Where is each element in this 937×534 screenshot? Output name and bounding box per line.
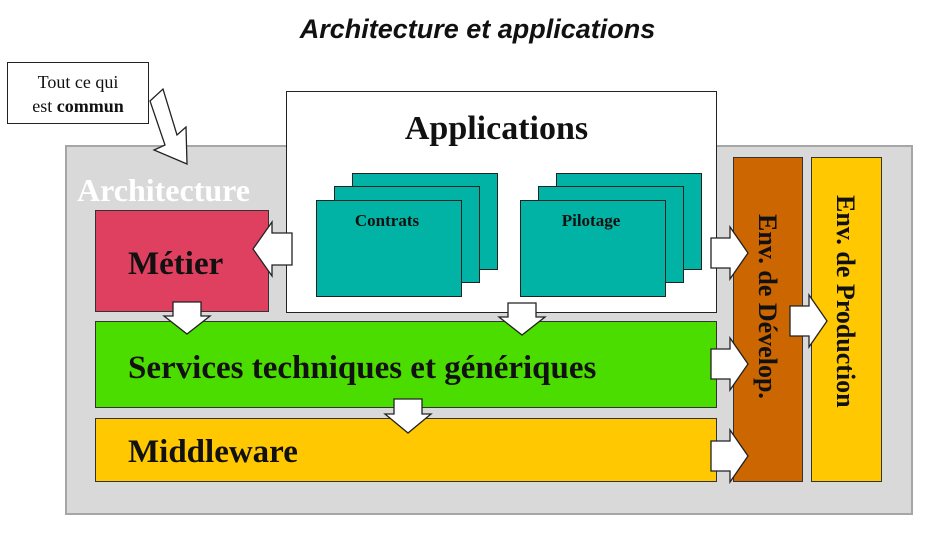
callout-box: Tout ce qui est commun	[7, 62, 149, 124]
apps-to-services-arrow	[497, 302, 547, 336]
middleware-to-dev-arrow	[710, 427, 749, 485]
callout-line2-bold: commun	[56, 96, 124, 116]
callout-line2-prefix: est	[32, 96, 57, 116]
callout-pointer-arrow	[149, 87, 188, 165]
env-dev-label: Env. de Dévelop.	[753, 214, 782, 399]
metier-label: Métier	[128, 246, 224, 282]
apps-to-metier-arrow	[252, 219, 293, 279]
metier-to-services-arrow	[162, 301, 212, 335]
contrats-card-front	[316, 200, 462, 297]
dev-to-prod-arrow	[789, 292, 828, 350]
architecture-label: Architecture	[77, 172, 250, 208]
diagram-title: Architecture et applications	[299, 14, 656, 44]
apps-to-dev-arrow	[710, 224, 749, 282]
services-label: Services techniques et génériques	[128, 350, 597, 386]
services-to-dev-arrow	[710, 335, 749, 393]
pilotage-card-front	[520, 200, 666, 297]
applications-title: Applications	[404, 110, 589, 147]
callout-line1: Tout ce qui	[37, 72, 119, 92]
pilotage-label: Pilotage	[561, 211, 621, 230]
middleware-label: Middleware	[128, 434, 298, 470]
contrats-label: Contrats	[354, 211, 420, 230]
services-to-middleware-arrow	[383, 398, 433, 434]
services-box	[95, 321, 717, 408]
env-prod-label: Env. de Production	[831, 195, 860, 408]
